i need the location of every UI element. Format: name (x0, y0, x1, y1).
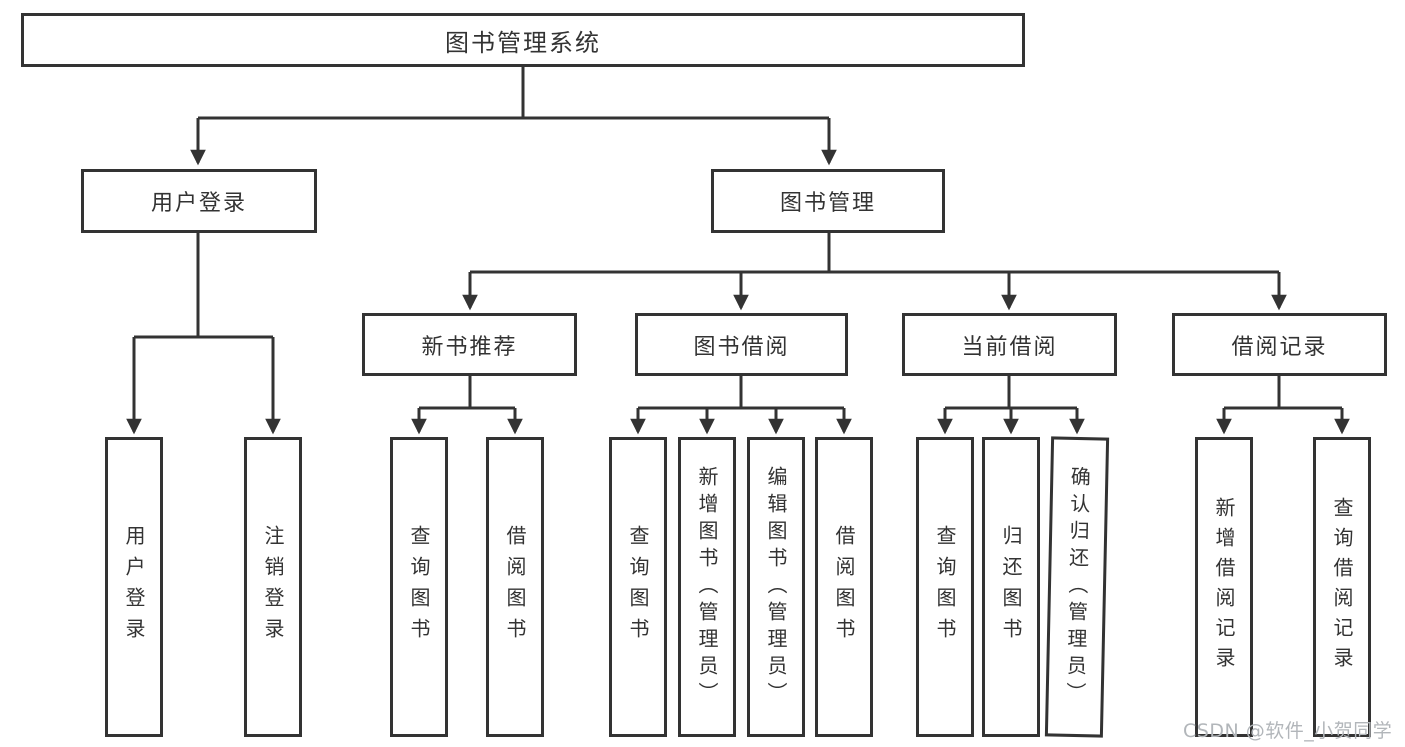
node-library-system: 图书管理系统 (21, 13, 1025, 67)
leaf-query-books-2: 查询图书 (609, 437, 667, 737)
node-user-login: 用户登录 (81, 169, 317, 233)
node-current-borrow: 当前借阅 (902, 313, 1117, 376)
leaf-confirm-return-admin: 确认归还（管理员） (1044, 436, 1110, 738)
leaf-user-login: 用户登录 (105, 437, 163, 737)
edges-book-mgmt (462, 233, 1287, 311)
edges-borrow-records (1216, 376, 1350, 435)
leaf-add-borrow-record: 新增借阅记录 (1195, 437, 1253, 737)
leaf-borrow-books-1: 借阅图书 (486, 437, 544, 737)
edges-current-borrow (937, 376, 1085, 435)
leaf-return-book: 归还图书 (982, 437, 1040, 737)
node-library-system-label: 图书管理系统 (445, 28, 601, 57)
node-current-borrow-label: 当前借阅 (961, 334, 1058, 360)
leaf-edit-book-admin: 编辑图书（管理员） (747, 437, 805, 737)
leaf-query-borrow-record: 查询借阅记录 (1313, 437, 1371, 737)
leaf-query-books-3: 查询图书 (916, 437, 974, 737)
edges-new-books (411, 376, 523, 435)
leaf-query-books-1: 查询图书 (390, 437, 448, 737)
node-book-management: 图书管理 (711, 169, 945, 233)
edges-book-borrow (630, 376, 852, 435)
node-new-book-recommend-label: 新书推荐 (421, 334, 518, 360)
leaf-add-book-admin: 新增图书（管理员） (678, 437, 736, 737)
node-borrow-records: 借阅记录 (1172, 313, 1387, 376)
csdn-watermark: CSDN @软件_小贺同学 (1183, 720, 1393, 742)
edges-user-login (126, 233, 281, 435)
leaf-logout: 注销登录 (244, 437, 302, 737)
leaf-borrow-books-2: 借阅图书 (815, 437, 873, 737)
node-book-management-label: 图书管理 (779, 191, 876, 216)
node-book-borrow-label: 图书借阅 (693, 334, 790, 360)
node-new-book-recommend: 新书推荐 (362, 313, 577, 376)
edges-root (190, 67, 837, 166)
node-book-borrow: 图书借阅 (635, 313, 848, 376)
node-user-login-label: 用户登录 (150, 191, 247, 216)
node-borrow-records-label: 借阅记录 (1231, 334, 1328, 360)
